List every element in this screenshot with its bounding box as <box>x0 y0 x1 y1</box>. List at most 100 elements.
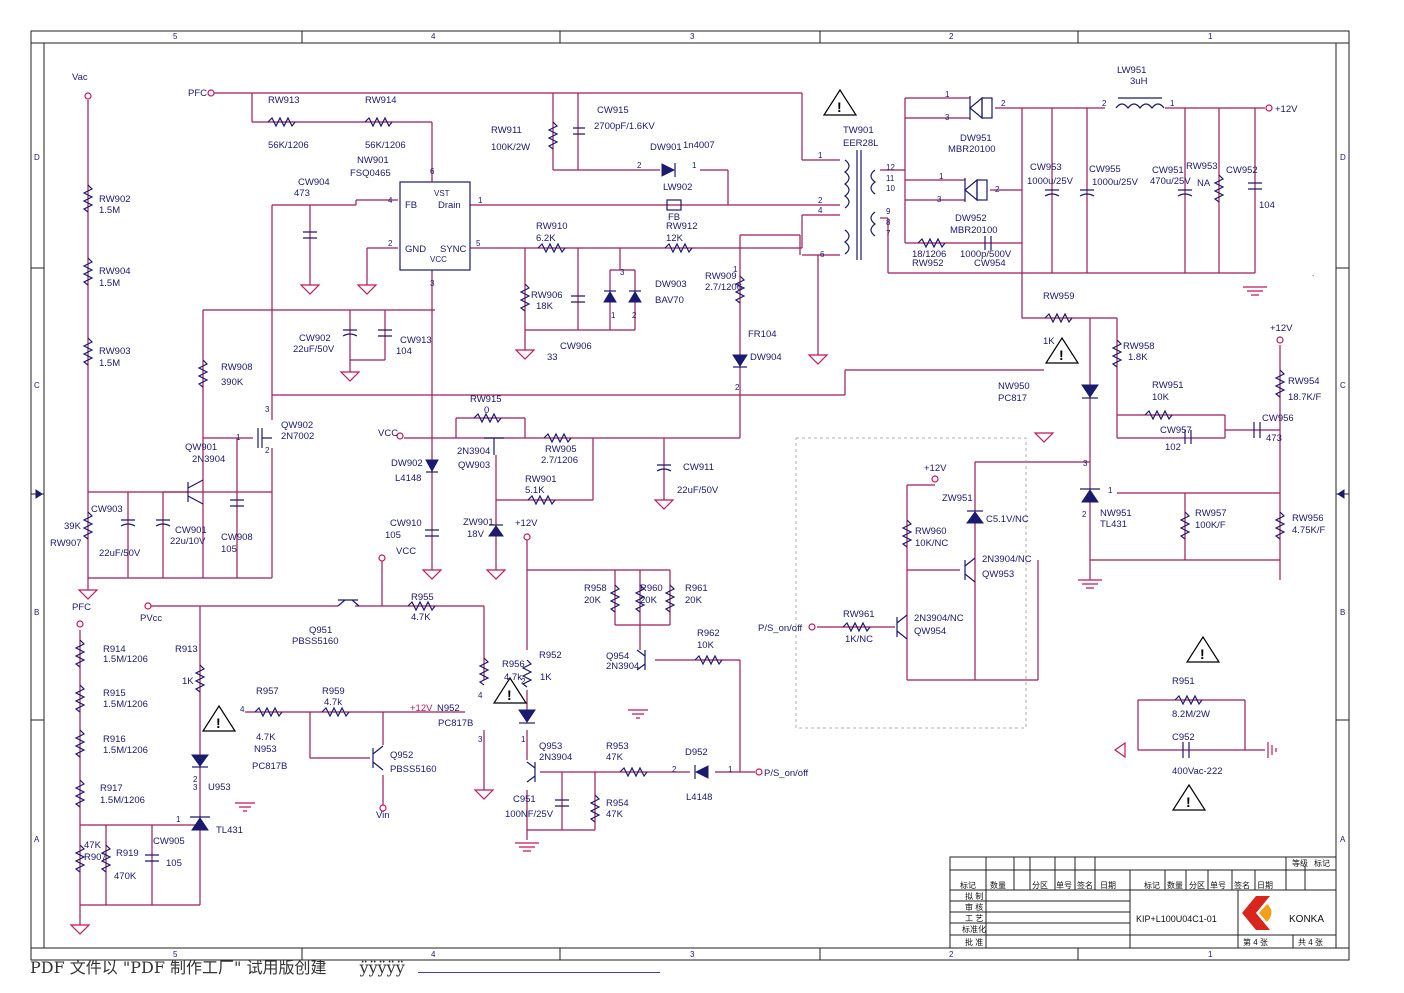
rw953-body <box>1213 174 1225 203</box>
tl431: TL431 <box>216 825 243 836</box>
rw956v: 4.75K/F <box>1292 525 1325 536</box>
q954: Q954 <box>606 651 629 662</box>
rw906-body <box>519 283 531 312</box>
qw954v: 2N3904/NC <box>914 613 964 624</box>
c951v: 100NF/25V <box>505 809 554 820</box>
col-1: 1 <box>1208 32 1213 41</box>
rw901-body <box>527 494 556 506</box>
svg-text:!: ! <box>507 687 512 703</box>
title-block: 等级 标记 标记 数量 分区 单号 签名 日期 标记 数量 分区 单号 签名 日… <box>949 856 1337 949</box>
pin-fb: FB <box>405 200 417 211</box>
cw954v: 1000p/500V <box>960 249 1012 260</box>
r958-body <box>609 584 621 613</box>
dw952: DW952 <box>955 213 987 224</box>
rw908-body <box>197 359 209 388</box>
r956v: 4.7k <box>504 672 522 683</box>
rw904v: 1.5M <box>99 278 120 289</box>
nw950: NW950 <box>998 381 1030 392</box>
r919v: 470K <box>114 871 137 882</box>
tb-hdr-8: 分区 <box>1189 881 1205 890</box>
tb-hdr-6: 标记 <box>1144 880 1160 890</box>
tb-mark: 标记 <box>1314 858 1330 868</box>
rw903: RW903 <box>99 346 131 357</box>
svg-text:2: 2 <box>672 765 677 774</box>
svg-text:2: 2 <box>735 383 740 392</box>
r957: R957 <box>256 686 279 697</box>
rw915: RW915 <box>470 394 502 405</box>
rw906v: 18K <box>536 301 554 312</box>
magnetics <box>666 97 1165 260</box>
warning-icon: ! <box>1171 783 1207 811</box>
rw906: RW906 <box>531 290 563 301</box>
r954v: 47K <box>606 809 624 820</box>
r953v: 47K <box>606 752 624 763</box>
r957-body <box>254 706 283 718</box>
rw912-body <box>664 242 693 254</box>
col-5: 5 <box>173 32 178 41</box>
cw913v: 104 <box>396 346 412 357</box>
tb-hdr-1: 数量 <box>990 880 1006 890</box>
r916v: 1.5M/1206 <box>103 745 148 756</box>
tb-hdr-3: 单号 <box>1056 880 1072 890</box>
cw901v: 22u/10V <box>170 536 206 547</box>
lw951v: 3uH <box>1130 76 1148 87</box>
rw960: RW960 <box>915 526 947 537</box>
warning-icons: ! ! ! ! ! ! <box>201 88 1221 811</box>
net-vcc-1: VCC <box>378 428 398 439</box>
tb-sheet: 第 4 张 <box>1243 937 1268 947</box>
dw951: DW951 <box>960 133 992 144</box>
zw951: ZW951 <box>942 493 973 504</box>
rw961-body <box>842 621 871 633</box>
net-12v-out: +12V <box>1275 104 1298 115</box>
tb-total: 共 4 张 <box>1298 938 1323 947</box>
rw915v: 0 <box>484 405 489 416</box>
net-vac: Vac <box>72 72 88 83</box>
tb-row-0: 拟 制 <box>965 891 983 901</box>
col-5-b: 5 <box>173 950 178 959</box>
watermark-suffix: ÿÿÿÿÿ <box>359 958 405 977</box>
svg-text:3: 3 <box>193 783 198 792</box>
cw954: CW954 <box>974 258 1006 269</box>
watermark-main: PDF 文件以 "PDF 制作工厂" 试用版创建 <box>30 958 327 977</box>
r917: R917 <box>100 783 123 794</box>
col-3: 3 <box>690 32 695 41</box>
konka-logo <box>1242 896 1272 930</box>
net-vin: Vin <box>376 810 390 821</box>
net-12v-n952: +12V <box>410 703 433 714</box>
svg-text:!: ! <box>837 99 842 115</box>
rw901v: 5.1K <box>525 485 545 496</box>
n953v: PC817B <box>252 761 287 772</box>
q953: Q953 <box>539 741 562 752</box>
r952-body <box>521 659 533 688</box>
col-2: 2 <box>949 32 954 41</box>
rw903-body <box>82 337 94 366</box>
nw901-ic: FB Drain VST GND VCC SYNC <box>399 181 471 271</box>
svg-text:1: 1 <box>818 151 823 160</box>
transistors <box>187 428 976 783</box>
rw914: RW914 <box>365 95 397 106</box>
cw910: CW910 <box>390 518 422 529</box>
net-12v-zw901: +12V <box>515 518 538 529</box>
dw901v: 1n4007 <box>683 140 715 151</box>
svg-text:3: 3 <box>265 405 270 414</box>
r962: R962 <box>697 628 720 639</box>
rw903v: 1.5M <box>99 358 120 369</box>
qw901: QW901 <box>185 442 217 453</box>
qw953: QW953 <box>982 569 1014 580</box>
svg-text:.: . <box>1312 269 1314 278</box>
n952: N952 <box>437 703 460 714</box>
svg-text:2: 2 <box>637 161 642 170</box>
rw954v: 18.7K/F <box>1288 392 1321 403</box>
svg-text:1: 1 <box>521 735 526 744</box>
cw904v: 473 <box>294 188 310 199</box>
r962-body <box>694 654 723 666</box>
cw951v: 470u/25V <box>1150 176 1191 187</box>
pin-sync: SYNC <box>440 244 467 255</box>
rw910: RW910 <box>536 221 568 232</box>
r916-body <box>74 729 86 758</box>
r955-body <box>407 600 436 612</box>
r919: R919 <box>116 848 139 859</box>
d952v: L4148 <box>686 792 712 803</box>
tb-row-1: 审 核 <box>965 902 983 912</box>
